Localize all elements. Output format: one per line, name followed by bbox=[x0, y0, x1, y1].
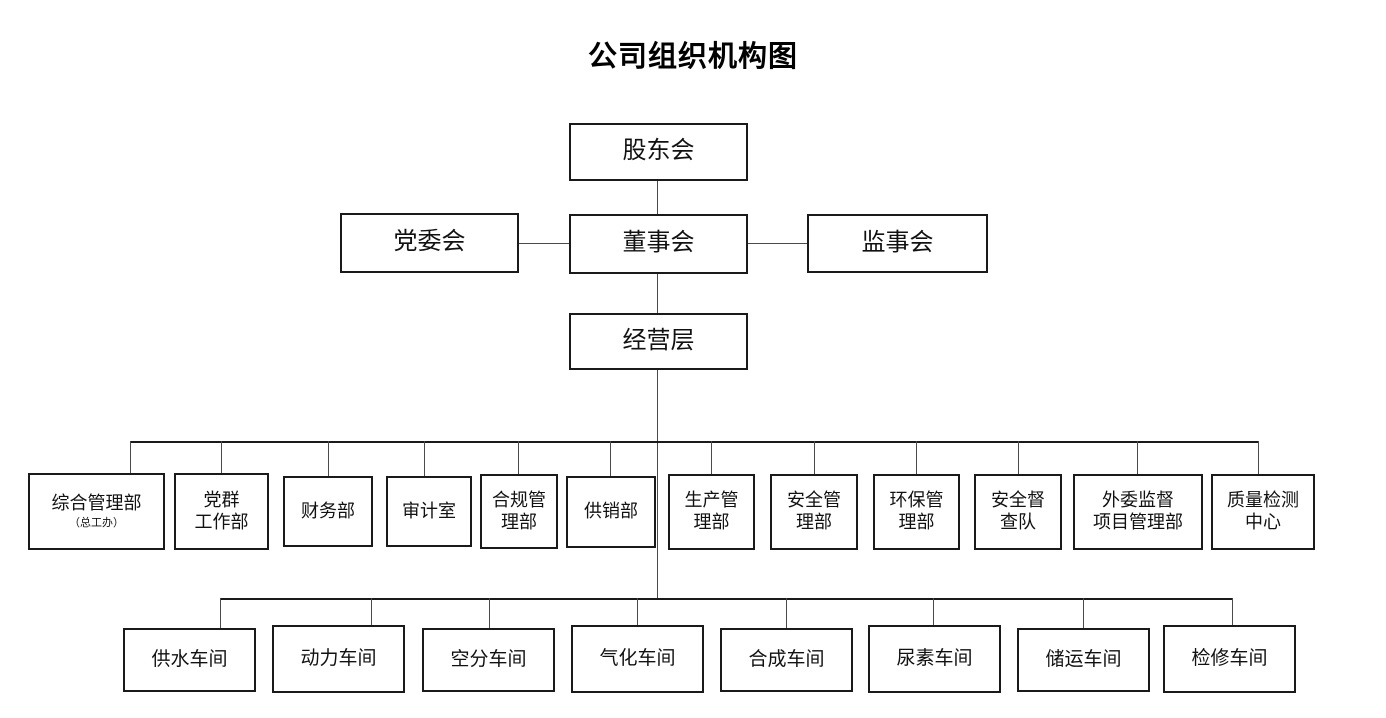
node-board-of-supervisors-label: 监事会 bbox=[861, 229, 934, 256]
drop-leg-shop-3 bbox=[637, 598, 639, 625]
node-department-6-label: 生产管 理部 bbox=[684, 490, 739, 532]
drop-leg-shop-2 bbox=[489, 598, 491, 628]
node-workshop-7[interactable]: 检修车间 bbox=[1163, 625, 1296, 693]
node-workshop-0-label: 供水车间 bbox=[151, 649, 228, 671]
drop-leg-dept-0-left bbox=[130, 441, 132, 473]
node-department-9[interactable]: 安全督 查队 bbox=[974, 474, 1062, 550]
node-workshop-5[interactable]: 尿素车间 bbox=[868, 625, 1001, 693]
node-board-of-directors-label: 董事会 bbox=[622, 230, 695, 257]
node-department-8-label: 环保管 理部 bbox=[889, 490, 944, 532]
connector-party-to-board bbox=[519, 243, 569, 245]
node-workshop-2[interactable]: 空分车间 bbox=[422, 628, 555, 692]
node-workshop-4[interactable]: 合成车间 bbox=[720, 628, 853, 692]
drop-leg-dept-2 bbox=[328, 441, 330, 476]
node-workshop-0[interactable]: 供水车间 bbox=[123, 628, 256, 692]
node-shareholders-label: 股东会 bbox=[622, 138, 695, 165]
drop-leg-shop-5 bbox=[933, 598, 935, 625]
node-board-of-supervisors[interactable]: 监事会 bbox=[807, 214, 988, 273]
drop-leg-dept-3 bbox=[424, 441, 426, 476]
drop-leg-dept-5 bbox=[610, 441, 612, 476]
drop-leg-dept-7 bbox=[814, 441, 816, 474]
connector-board-to-management bbox=[657, 274, 659, 313]
drop-leg-shop-7 bbox=[1232, 598, 1234, 625]
node-department-9-label: 安全督 查队 bbox=[991, 490, 1045, 532]
node-department-2[interactable]: 财务部 bbox=[283, 476, 373, 547]
node-management-layer-label: 经营层 bbox=[622, 327, 695, 354]
node-department-3[interactable]: 审计室 bbox=[386, 476, 472, 547]
node-workshop-7-label: 检修车间 bbox=[1191, 648, 1268, 670]
node-workshop-6-label: 储运车间 bbox=[1045, 649, 1122, 671]
node-workshop-5-label: 尿素车间 bbox=[896, 648, 973, 670]
node-workshop-2-label: 空分车间 bbox=[450, 649, 527, 671]
node-department-6[interactable]: 生产管 理部 bbox=[668, 474, 755, 550]
node-department-3-label: 审计室 bbox=[402, 500, 456, 521]
node-department-0-sublabel: （总工办） bbox=[69, 516, 124, 529]
node-department-11[interactable]: 质量检测 中心 bbox=[1211, 474, 1315, 550]
drop-leg-dept-10 bbox=[1137, 441, 1139, 474]
node-party-committee[interactable]: 党委会 bbox=[340, 213, 519, 273]
node-management-layer[interactable]: 经营层 bbox=[569, 313, 748, 370]
node-board-of-directors[interactable]: 董事会 bbox=[569, 214, 748, 274]
drop-leg-dept-1 bbox=[221, 441, 223, 473]
node-department-0-label: 综合管理部 bbox=[51, 492, 142, 513]
node-department-7-label: 安全管 理部 bbox=[787, 490, 841, 532]
node-workshop-6[interactable]: 储运车间 bbox=[1017, 628, 1150, 692]
workshop-bus-line bbox=[220, 598, 1233, 600]
node-department-7[interactable]: 安全管 理部 bbox=[770, 474, 858, 550]
drop-leg-shop-6 bbox=[1083, 598, 1085, 628]
node-workshop-1-label: 动力车间 bbox=[300, 648, 377, 670]
node-department-8[interactable]: 环保管 理部 bbox=[873, 474, 960, 550]
connector-shareholders-to-board bbox=[657, 181, 659, 214]
node-department-5-label: 供销部 bbox=[584, 501, 638, 522]
drop-leg-shop-0 bbox=[220, 598, 222, 628]
node-department-1[interactable]: 党群 工作部 bbox=[174, 473, 269, 550]
node-workshop-3-label: 气化车间 bbox=[599, 648, 676, 670]
drop-leg-dept-6 bbox=[711, 441, 713, 474]
node-department-4-label: 合规管 理部 bbox=[492, 489, 546, 532]
drop-leg-shop-4 bbox=[786, 598, 788, 628]
drop-leg-dept-9 bbox=[1018, 441, 1020, 474]
drop-leg-dept-4 bbox=[518, 441, 520, 474]
page-title: 公司组织机构图 bbox=[587, 41, 798, 73]
node-party-committee-label: 党委会 bbox=[393, 229, 466, 256]
node-workshop-4-label: 合成车间 bbox=[748, 649, 825, 671]
node-department-1-label: 党群 工作部 bbox=[194, 489, 249, 532]
node-department-0[interactable]: 综合管理部 （总工办） bbox=[28, 473, 165, 550]
drop-leg-dept-11 bbox=[1258, 441, 1260, 474]
node-department-10-label: 外委监督 项目管理部 bbox=[1093, 490, 1183, 532]
node-department-10[interactable]: 外委监督 项目管理部 bbox=[1073, 474, 1203, 550]
node-department-4[interactable]: 合规管 理部 bbox=[480, 474, 558, 549]
node-department-5[interactable]: 供销部 bbox=[566, 476, 656, 548]
node-shareholders[interactable]: 股东会 bbox=[569, 123, 748, 181]
node-department-11-label: 质量检测 中心 bbox=[1227, 490, 1299, 532]
node-workshop-3[interactable]: 气化车间 bbox=[571, 625, 704, 693]
department-bus-line bbox=[130, 441, 1259, 443]
node-workshop-1[interactable]: 动力车间 bbox=[272, 625, 405, 693]
drop-leg-dept-8 bbox=[916, 441, 918, 474]
connector-management-trunk bbox=[657, 370, 659, 599]
connector-board-to-supervisors bbox=[748, 243, 807, 245]
node-department-2-label: 财务部 bbox=[301, 500, 355, 521]
drop-leg-shop-1 bbox=[371, 598, 373, 625]
